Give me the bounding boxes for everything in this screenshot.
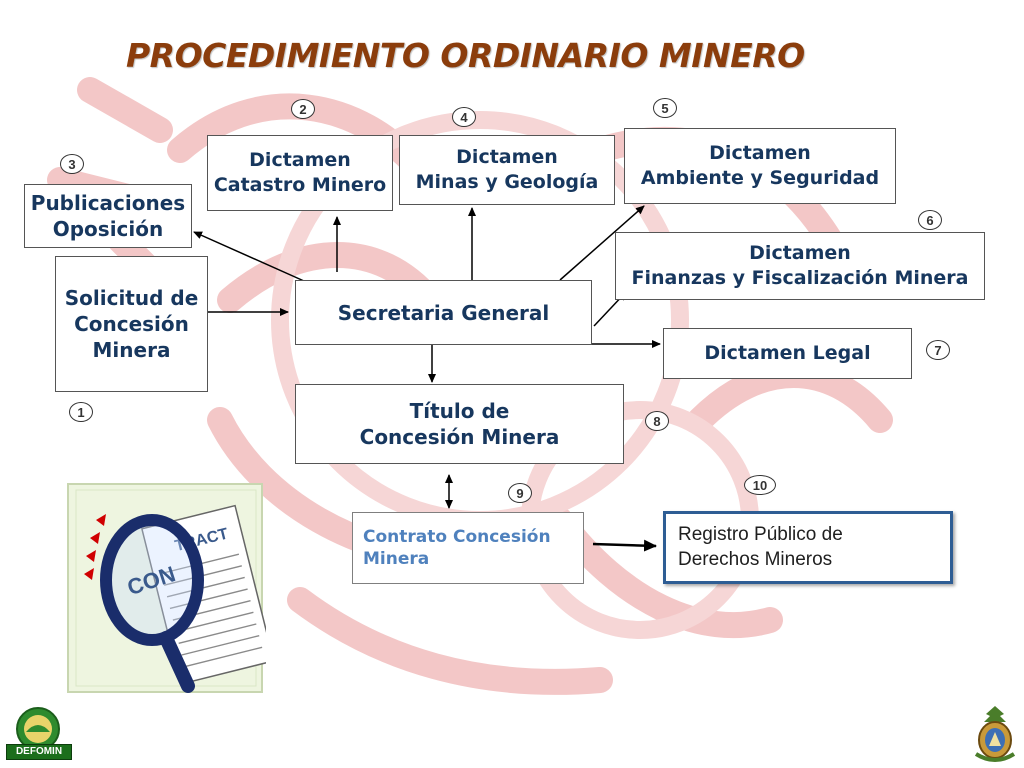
step-number-9: 9	[508, 483, 532, 503]
box-legal: Dictamen Legal	[663, 328, 912, 379]
box-secretaria: Secretaria General	[295, 280, 592, 345]
box-publicaciones: Publicaciones Oposición	[24, 184, 192, 248]
defomin-label: DEFOMIN	[6, 744, 72, 760]
step-number-8: 8	[645, 411, 669, 431]
contract-magnifier-icon: TRACT CON	[67, 483, 266, 693]
step-number-5: 5	[653, 98, 677, 118]
box-minas: Dictamen Minas y Geología	[399, 135, 615, 205]
page-title: PROCEDIMIENTO ORDINARIO MINERO	[126, 36, 805, 75]
step-number-7: 7	[926, 340, 950, 360]
step-number-10: 10	[744, 475, 776, 495]
arrow-secretaria-ambiente	[559, 205, 645, 281]
box-contrato: Contrato Concesión Minera	[352, 512, 584, 584]
arrow-contrato-registro	[592, 539, 657, 552]
box-catastro: Dictamen Catastro Minero	[207, 135, 393, 211]
step-number-1: 1	[69, 402, 93, 422]
step-number-6: 6	[918, 210, 942, 230]
honduras-coat-of-arms-icon	[974, 706, 1016, 762]
box-titulo: Título de Concesión Minera	[295, 384, 624, 464]
arrow-secretaria-publicaciones	[193, 231, 305, 282]
step-number-3: 3	[60, 154, 84, 174]
box-registro: Registro Público de Derechos Mineros	[663, 511, 953, 584]
box-solicitud: Solicitud de Concesión Minera	[55, 256, 208, 392]
step-number-4: 4	[452, 107, 476, 127]
step-number-2: 2	[291, 99, 315, 119]
box-finanzas: Dictamen Finanzas y Fiscalización Minera	[615, 232, 985, 300]
box-ambiente: Dictamen Ambiente y Seguridad	[624, 128, 896, 204]
defomin-logo: DEFOMIN	[6, 706, 72, 762]
